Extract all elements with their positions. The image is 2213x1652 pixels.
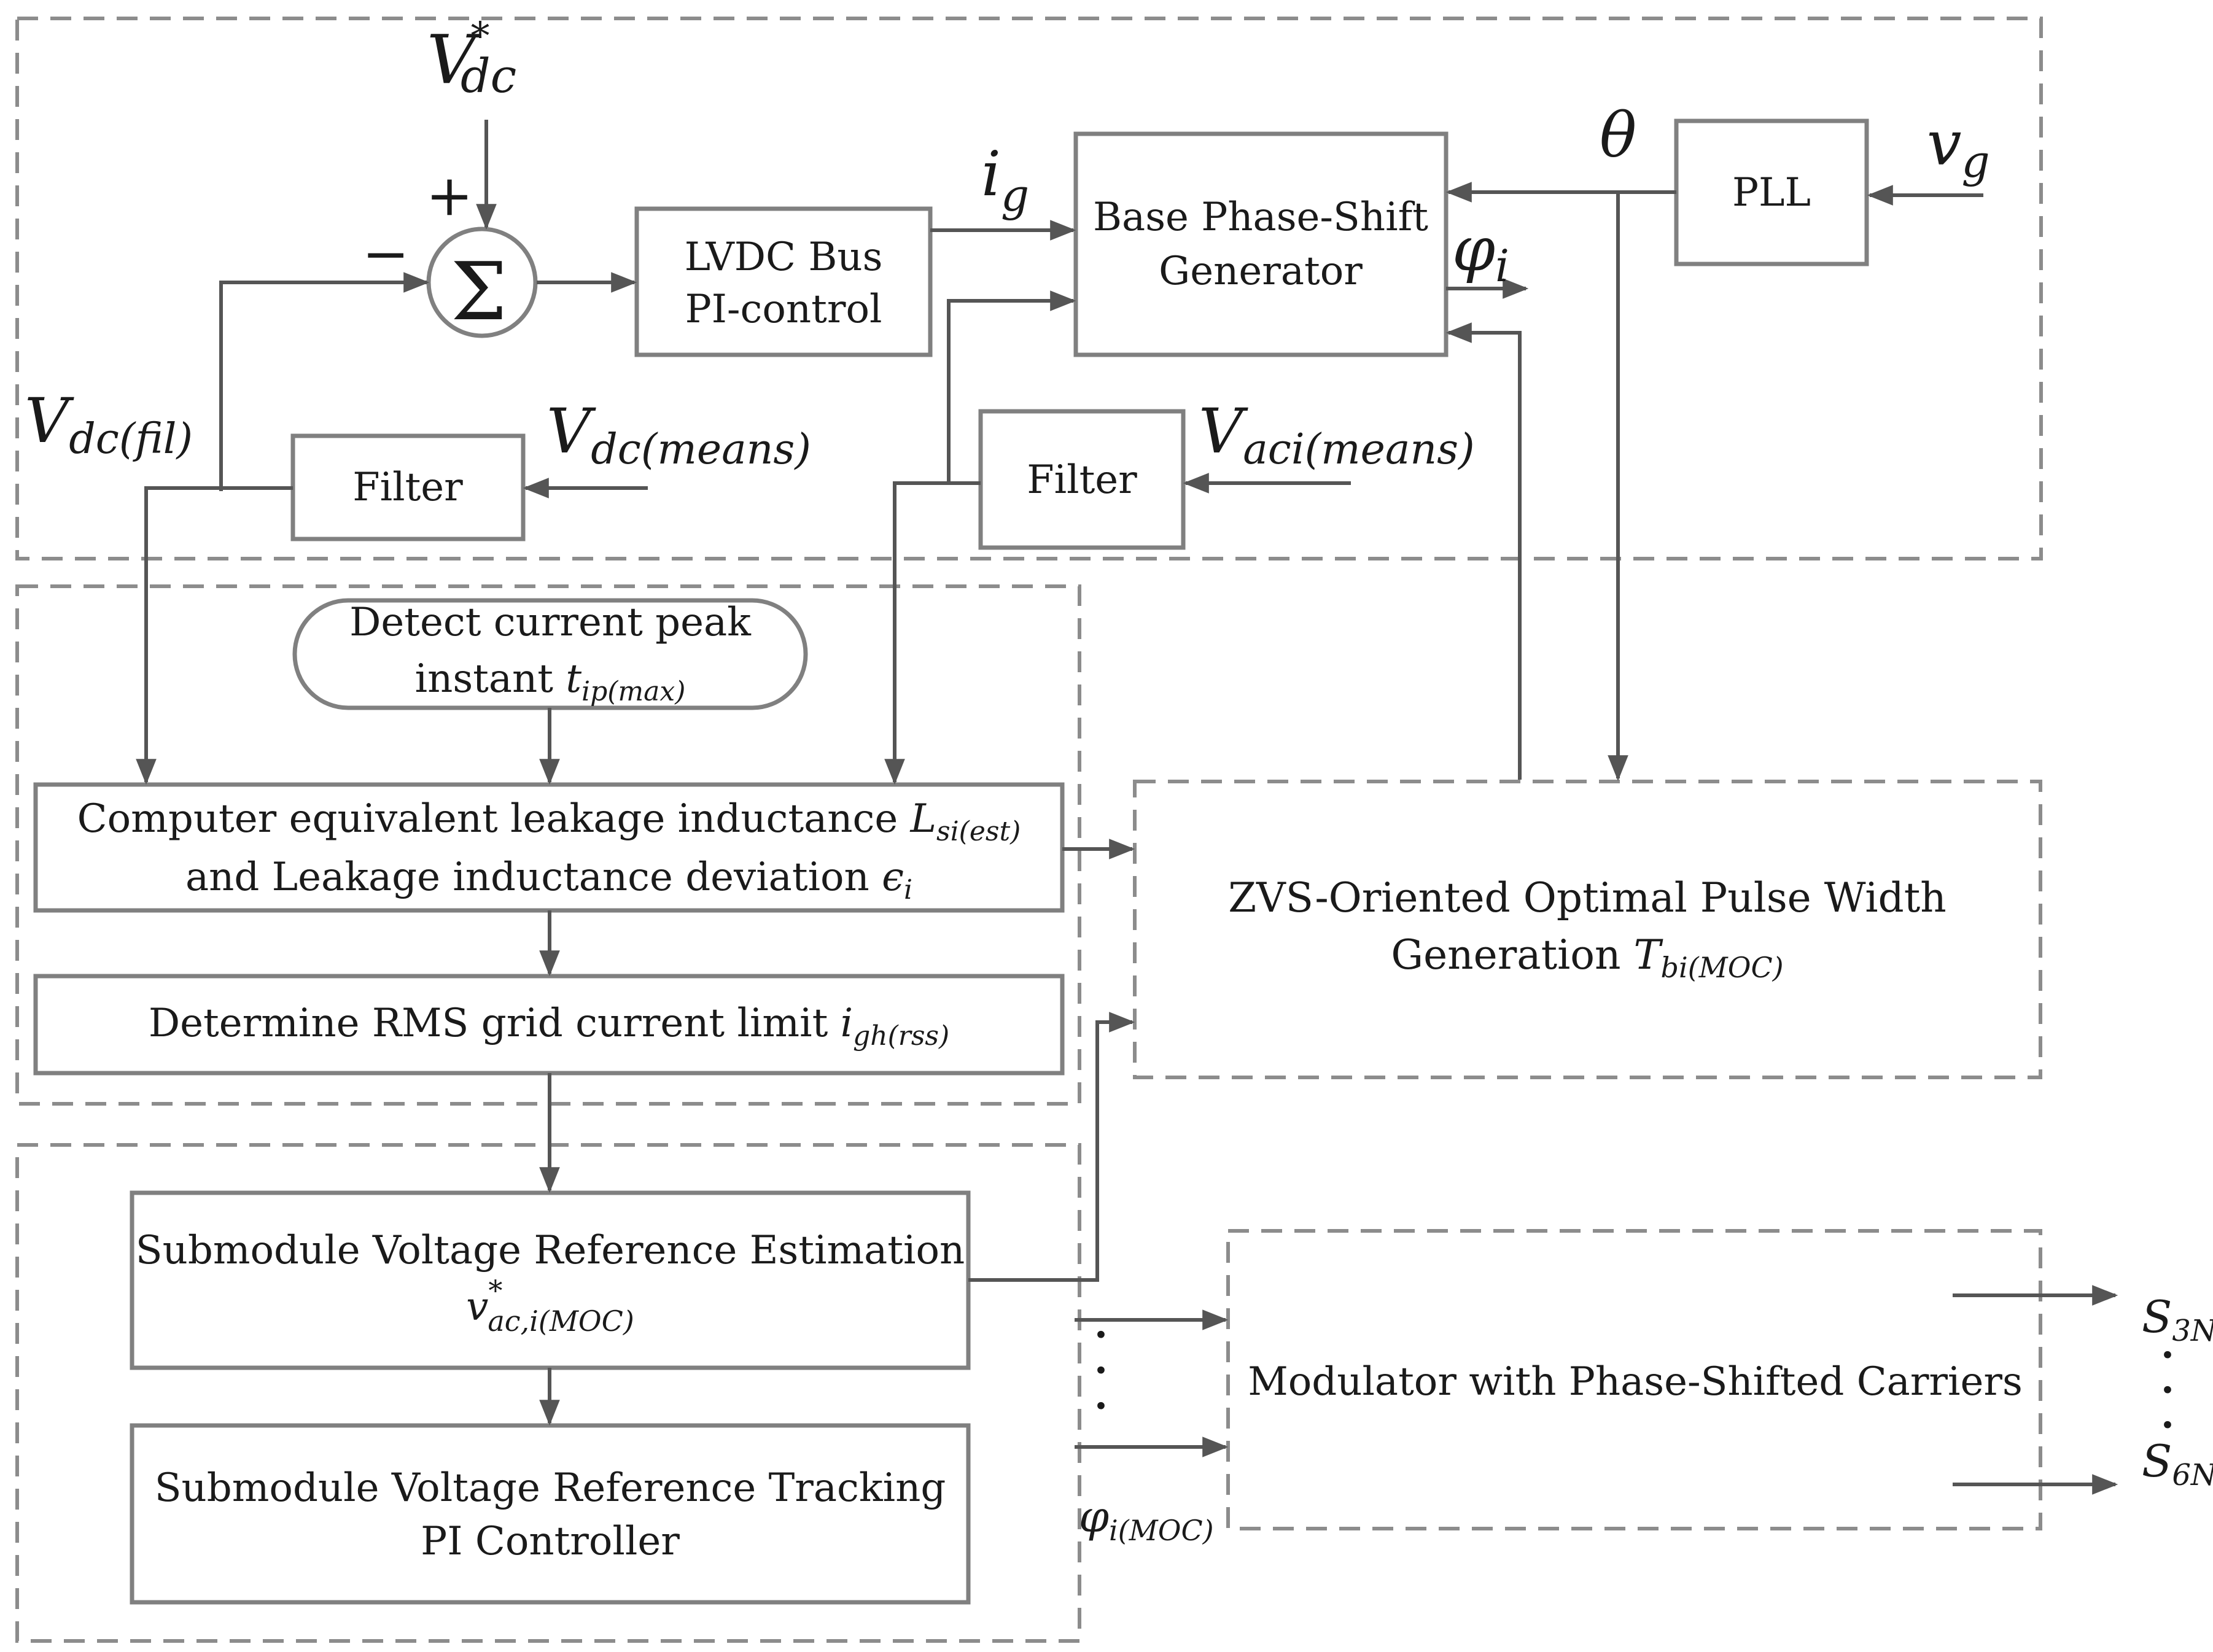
vdc-ref-label: V*dc	[427, 14, 516, 103]
sm-estimation-line2: v*ac,i(MOC)	[466, 1274, 634, 1338]
s-dot-2: ·	[2159, 1358, 2177, 1422]
sm-tracking-line1: Submodule Voltage Reference Tracking	[155, 1465, 946, 1511]
vdc-means-label: Vdc(means)	[546, 395, 811, 474]
s-dot-1: ·	[2159, 1323, 2177, 1387]
leakage-estimation-region	[15, 584, 1081, 1106]
zvs-line2: Generation Tbi(MOC)	[1391, 931, 1783, 984]
detect-peak-line1: Detect current peak	[349, 600, 752, 645]
theta-label: θ	[1600, 99, 1636, 171]
estimation-to-zvs	[968, 1012, 1135, 1282]
rms-limit-label: Determine RMS grid current limit igh(rss…	[149, 1001, 949, 1052]
sm-tracking-block	[130, 1423, 971, 1605]
connections	[136, 120, 2118, 1495]
sigma-symbol: Σ	[451, 245, 507, 338]
rms-limit-block	[33, 974, 1065, 1076]
lvdc-pi-block	[634, 206, 933, 357]
pll-label: PLL	[1732, 170, 1811, 215]
base-phase-shift-block	[1073, 131, 1449, 357]
sm-tracking-line2: PI Controller	[421, 1519, 680, 1564]
base-phase-line1: Base Phase-Shift	[1093, 195, 1428, 240]
zvs-line1: ZVS-Oriented Optimal Pulse Width	[1228, 874, 1947, 921]
base-phase-line2: Generator	[1159, 249, 1363, 294]
filter-dc-label: Filter	[352, 465, 463, 510]
detect-peak-line2: instant tip(max)	[415, 656, 686, 707]
filter-ac-to-compute	[884, 481, 981, 785]
zvs-block	[1133, 780, 2042, 1079]
phi-dot-2: ·	[1092, 1338, 1110, 1403]
modulator-block	[1226, 1229, 2042, 1530]
vdc-fil-feedback	[219, 272, 430, 491]
compute-leakage-line2: and Leakage inductance deviation ϵi	[185, 855, 912, 905]
filter-ac-block	[978, 409, 1186, 550]
filter-dc-to-compute	[136, 486, 293, 785]
filter-ac-label: Filter	[1027, 457, 1137, 503]
s6n-label: S6N	[2142, 1435, 2213, 1492]
phi-dot-3: ·	[1092, 1374, 1110, 1438]
ig-label: ig	[981, 138, 1029, 221]
modulator-label: Modulator with Phase-Shifted Carriers	[1248, 1359, 2023, 1405]
vac-to-base	[947, 290, 1076, 485]
zvs-to-base	[1445, 322, 1522, 780]
s3n-label: S3N	[2142, 1291, 2213, 1348]
s-dot-3: ·	[2159, 1393, 2177, 1457]
outer-control-region	[15, 17, 2043, 560]
minus-sign: −	[362, 221, 409, 287]
phi-dot-1: ·	[1092, 1303, 1110, 1367]
vg-label: vg	[1927, 107, 1990, 187]
sm-estimation-block	[130, 1190, 971, 1370]
vdc-fil-label: Vdc(fil)	[25, 385, 193, 463]
lvdc-pi-line2: PI-control	[685, 287, 882, 332]
plus-sign: +	[426, 163, 473, 228]
phi-i-label: φi	[1452, 213, 1509, 292]
sm-estimation-line1: Submodule Voltage Reference Estimation	[136, 1228, 965, 1273]
vaci-means-label: Vaci(means)	[1199, 395, 1475, 474]
lvdc-pi-line1: LVDC Bus	[685, 235, 883, 280]
compute-leakage-line1: Computer equivalent leakage inductance L…	[77, 796, 1021, 847]
pll-block	[1674, 118, 1869, 266]
phi-moc-label: φi(MOC)	[1079, 1492, 1214, 1547]
